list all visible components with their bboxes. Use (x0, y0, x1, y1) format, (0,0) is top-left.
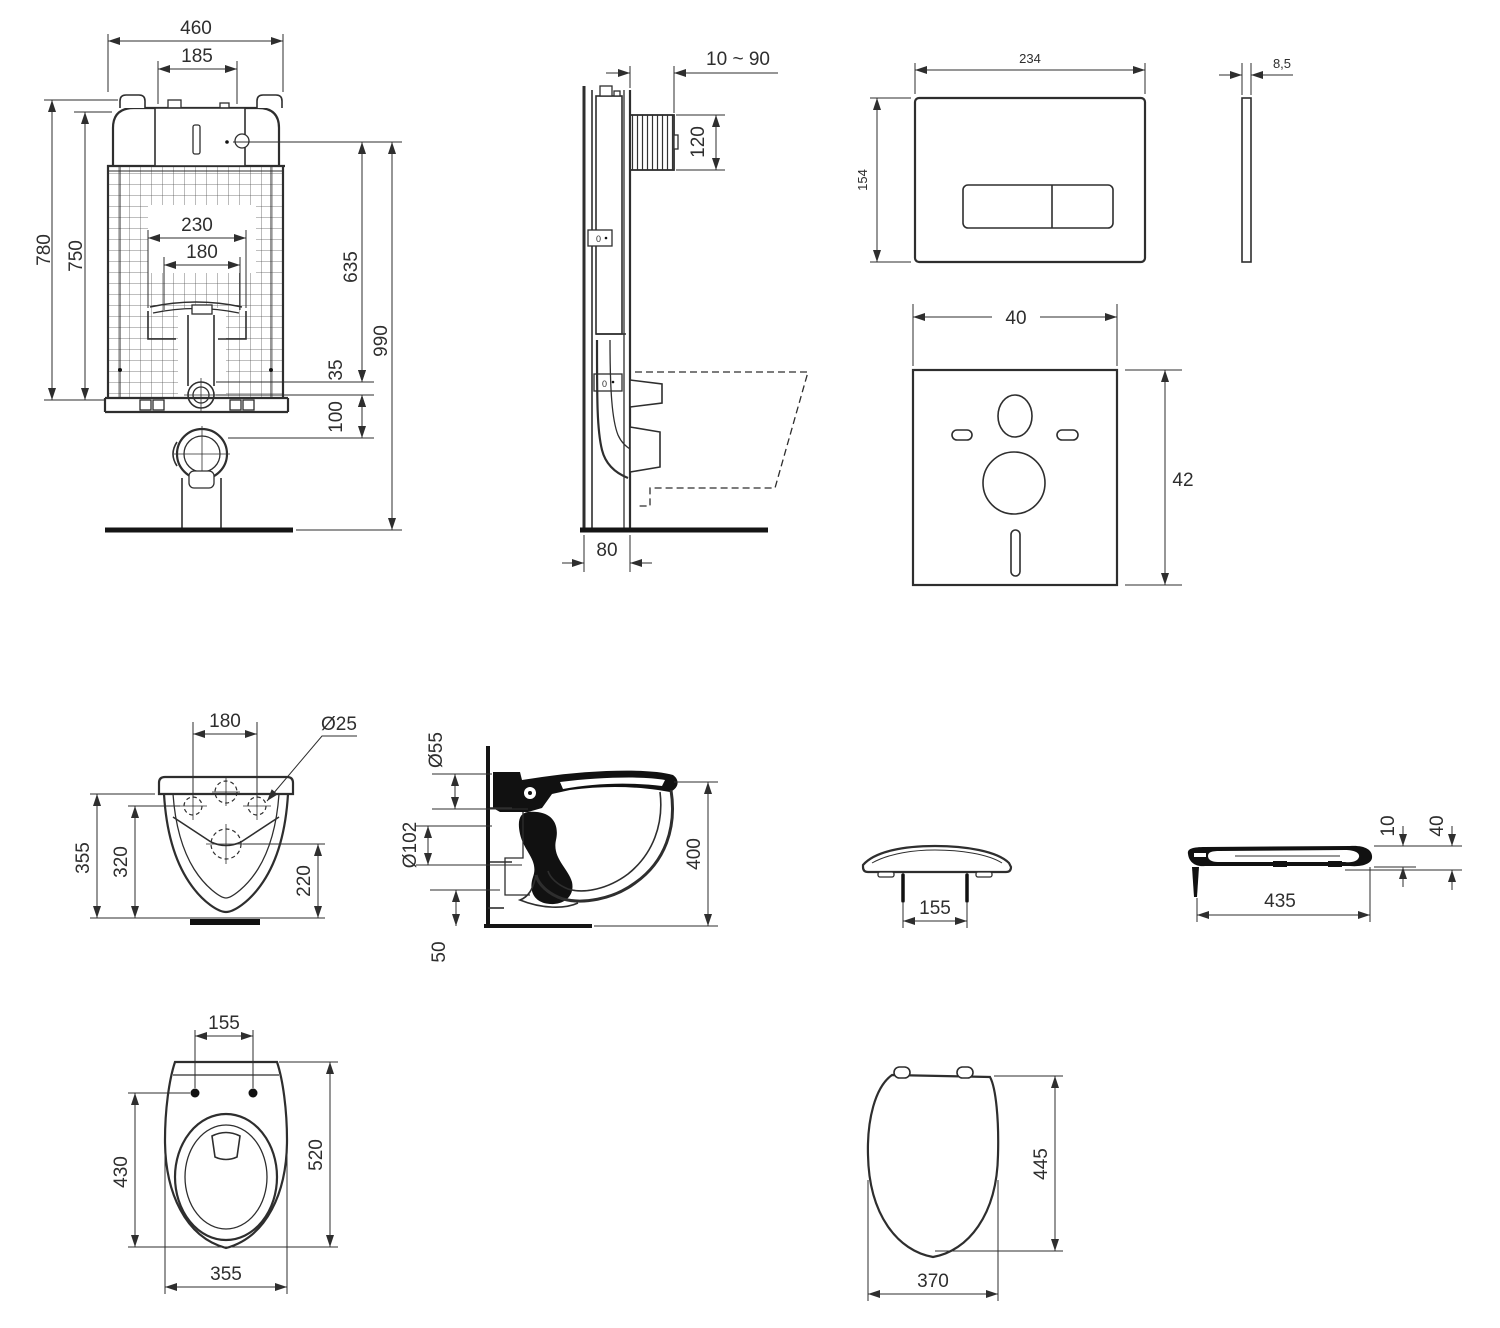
seat-front-dimensions: 155 (902, 898, 968, 928)
dim-plate-height: 154 (855, 169, 870, 191)
dim-cistern-offset-drain: 100 (326, 401, 347, 433)
dim-cistern-pipe-width: 180 (186, 242, 218, 263)
seat-top-view: 445 370 (866, 1066, 1063, 1301)
flush-plate-outline (913, 96, 1147, 264)
dim-bowl-outlet-diameter: Ø102 (400, 822, 421, 868)
dim-plate-thickness: 8,5 (1273, 56, 1291, 71)
dim-cistern-tank-width: 185 (181, 46, 213, 67)
sound-mat-dimensions: 40 42 (912, 304, 1194, 586)
dim-bowl-height-holes: 320 (111, 846, 132, 878)
dim-frame-wall-distance: 10 ~ 90 (706, 49, 770, 70)
cistern-outline (103, 94, 293, 533)
dim-frame-depth: 80 (596, 540, 617, 561)
seat-front-view: 155 (861, 844, 1013, 928)
flush-plate-side-dimensions: 8,5 (1219, 56, 1293, 95)
dim-bowl-hole-diameter: Ø25 (321, 714, 357, 735)
dim-bowl-hole-spacing: 180 (209, 711, 241, 732)
dim-seat-top-length: 445 (1031, 1148, 1052, 1180)
bowl-side-outline (484, 746, 678, 928)
sound-mat-view: 40 42 (911, 304, 1194, 587)
dim-bowl-height-total: 355 (73, 842, 94, 874)
seat-top-dimensions: 445 370 (867, 1075, 1063, 1301)
bowl-side-view: Ø55 Ø102 400 50 (400, 732, 718, 963)
flush-plate-dimensions: 234 154 (855, 51, 1146, 263)
frame-side-outline: 0 0 (580, 85, 809, 533)
bowl-top-view: 155 430 520 355 (111, 1013, 338, 1294)
dim-seat-top-width: 370 (917, 1271, 949, 1292)
dim-seat-lid-thickness: 10 (1378, 815, 1399, 836)
dim-cistern-height-mid: 635 (341, 251, 362, 283)
dim-mat-height: 42 (1172, 470, 1193, 491)
dim-cistern-width: 460 (180, 18, 212, 39)
sound-mat-outline (911, 368, 1119, 587)
dim-bowl-top-total-length: 520 (306, 1139, 327, 1171)
seat-side-outline (1187, 845, 1373, 897)
dim-cistern-offset-top: 35 (326, 359, 347, 380)
dim-seat-hinge-spacing: 155 (919, 898, 951, 919)
bowl-rear-dimensions: 180 Ø25 355 320 220 (73, 711, 357, 919)
dim-bowl-top-hole-spacing: 155 (208, 1013, 240, 1034)
dim-bowl-inlet-diameter: Ø55 (426, 732, 447, 768)
bowl-top-dimensions: 155 430 520 355 (111, 1013, 338, 1294)
flush-plate-front-view: 234 154 (855, 51, 1147, 264)
seat-side-dimensions: 435 10 40 (1196, 815, 1462, 922)
dim-bowl-bottom-clearance: 50 (429, 941, 450, 962)
bowl-rear-outline (157, 775, 295, 925)
dim-seat-length: 435 (1264, 891, 1296, 912)
flush-plate-side-outline (1241, 97, 1252, 263)
dim-seat-total-height: 40 (1427, 815, 1448, 836)
frame-side-dimensions: 10 ~ 90 120 80 (562, 49, 778, 572)
flush-plate-side-view: 8,5 (1219, 56, 1293, 263)
seat-side-view: 435 10 40 (1187, 815, 1462, 922)
bowl-top-outline (163, 1060, 289, 1250)
dim-bowl-top-width: 355 (210, 1264, 242, 1285)
frame-port-mark-upper: 0 (596, 234, 601, 244)
dim-plate-width: 234 (1019, 51, 1041, 66)
frame-port-mark-lower: 0 (602, 379, 607, 389)
seat-front-outline (861, 844, 1013, 903)
frame-side-view: 0 0 10 ~ 90 120 (562, 49, 809, 572)
dim-cistern-bracket-width: 230 (181, 215, 213, 236)
bowl-ghost-outline (635, 371, 809, 507)
bowl-rear-view: 180 Ø25 355 320 220 (73, 711, 357, 925)
dim-cistern-height-inner: 750 (66, 240, 87, 272)
bowl-side-dimensions: Ø55 Ø102 400 50 (400, 732, 718, 963)
cistern-front-view: 460 185 230 180 780 750 (34, 18, 402, 533)
dim-bowl-height-outlet: 220 (294, 865, 315, 897)
seat-top-outline (866, 1066, 1000, 1259)
dim-cistern-height-total: 990 (371, 325, 392, 357)
dim-cistern-height-outer: 780 (34, 234, 55, 266)
dim-mat-width: 40 (1005, 308, 1026, 329)
dim-bowl-top-rim-length: 430 (111, 1156, 132, 1188)
dim-frame-inlet-height: 120 (688, 126, 709, 158)
cistern-dimensions: 460 185 230 180 780 750 (34, 18, 402, 531)
dim-bowl-projection: 400 (684, 838, 705, 870)
